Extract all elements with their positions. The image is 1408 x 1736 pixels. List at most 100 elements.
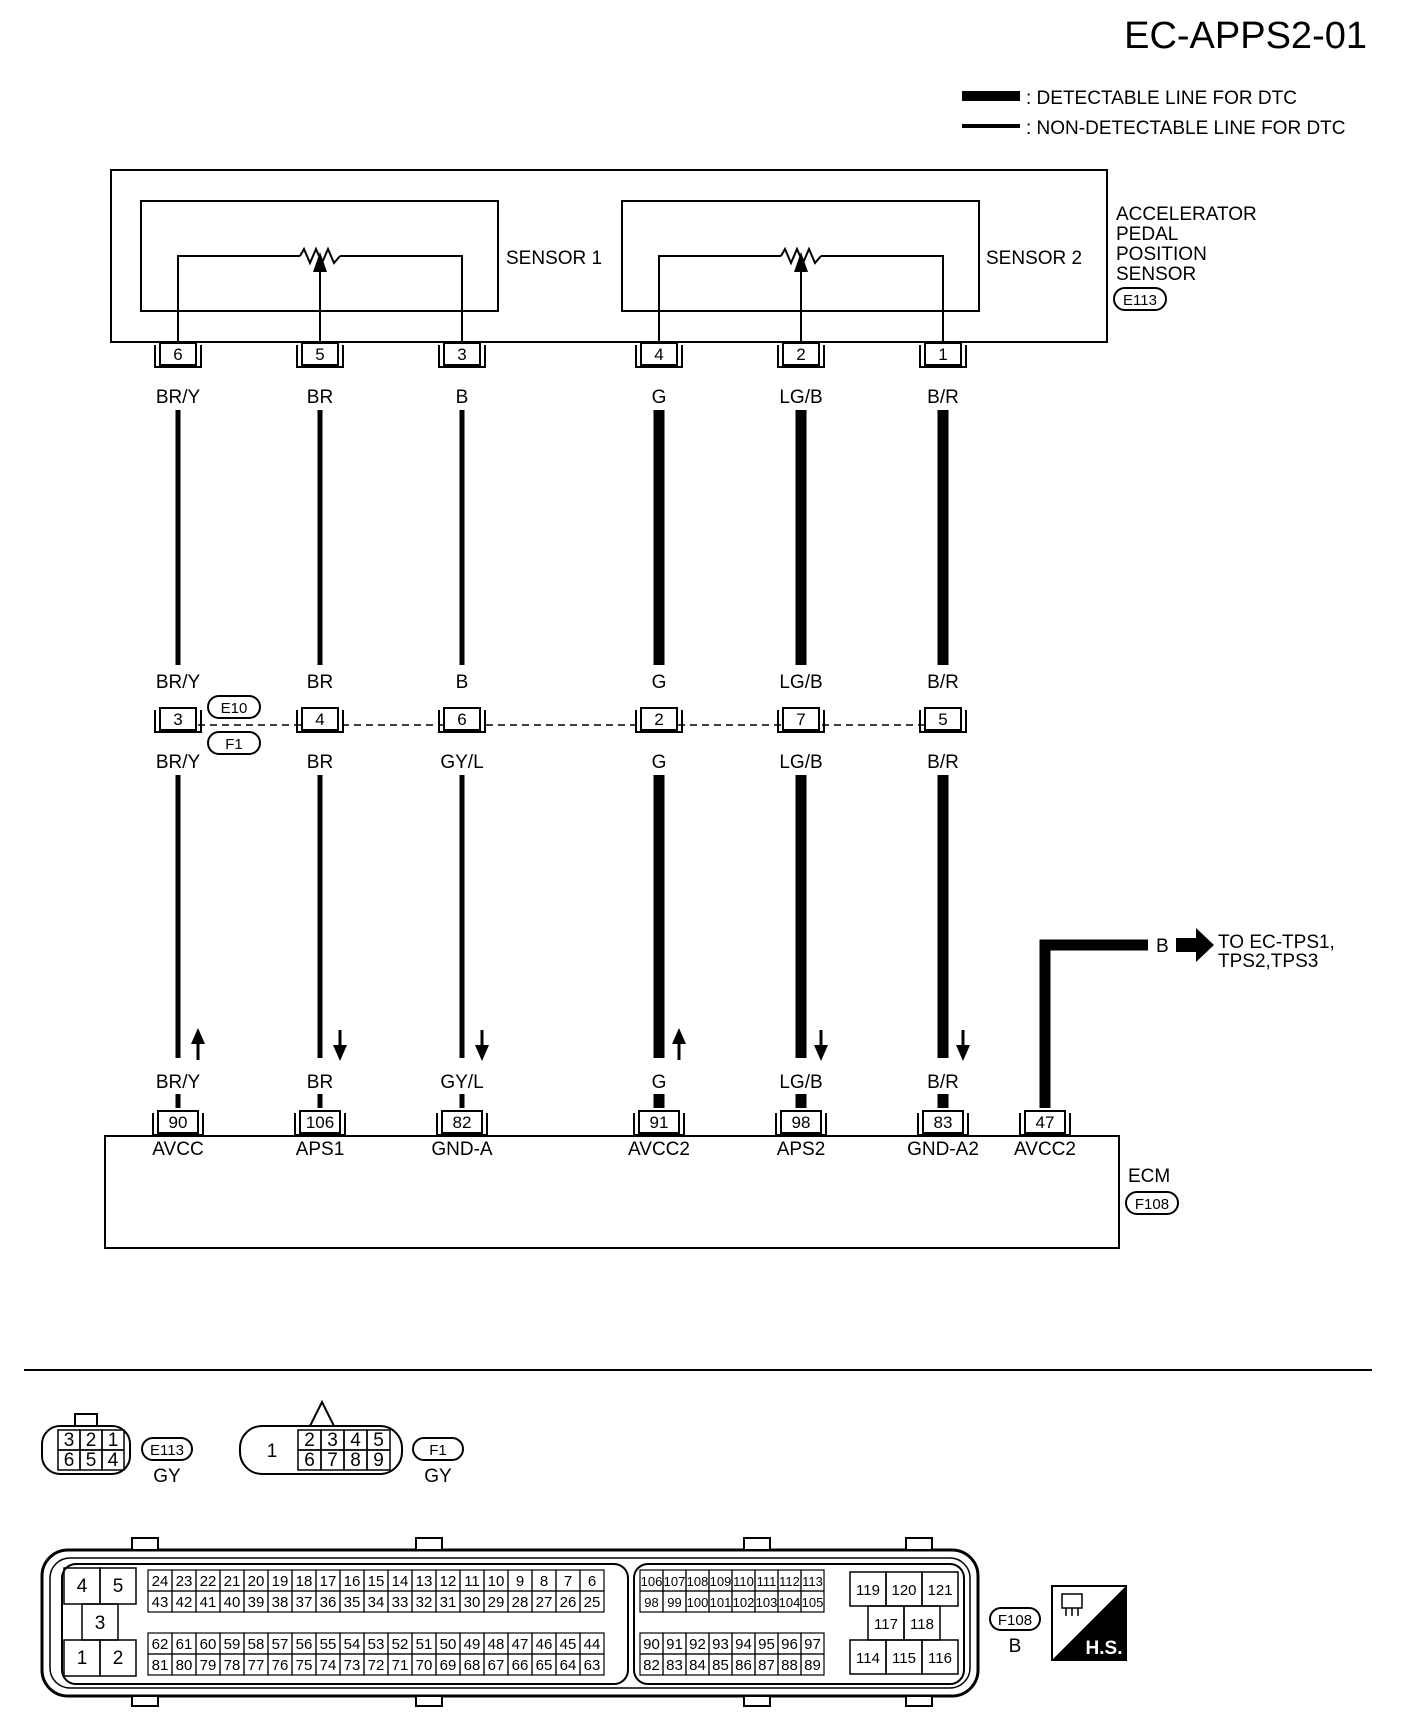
- f108-pin: 109: [710, 1574, 732, 1589]
- f108-pin: 97: [804, 1636, 821, 1653]
- signal-down-arrow-icon: [956, 1045, 970, 1061]
- sensor-pin-2-number: 2: [796, 345, 805, 364]
- joint-pin-5-number: 5: [938, 710, 947, 729]
- joint-pin-4-bracket: [296, 710, 344, 733]
- f108-pin: 100: [687, 1595, 709, 1610]
- f108-cavity: [579, 1653, 605, 1676]
- legend-thin-label: : NON-DETECTABLE LINE FOR DTC: [1026, 118, 1346, 139]
- f108-pin: 67: [488, 1657, 505, 1674]
- f108-latch-tab: [415, 1537, 443, 1551]
- f108-pin: 37: [296, 1594, 313, 1611]
- ecm-pin-83-number: 83: [934, 1113, 953, 1132]
- f108-color: B: [1009, 1636, 1022, 1657]
- f108-pin: 24: [152, 1573, 169, 1590]
- joint-pin-2-bracket: [635, 710, 683, 733]
- f108-pin: 20: [248, 1573, 265, 1590]
- f108-pin: 88: [781, 1657, 798, 1674]
- e113-pin: 4: [108, 1450, 119, 1471]
- sensor-pin-3-number: 3: [457, 345, 466, 364]
- ecm-pin-90: 90: [152, 1110, 204, 1136]
- f108-pin: 72: [368, 1657, 385, 1674]
- sensor-name-line3: POSITION: [1116, 244, 1207, 265]
- f108-pin: 36: [320, 1594, 337, 1611]
- f108-pin: 84: [689, 1657, 706, 1674]
- ecm-terminal-label: AVCC: [152, 1139, 203, 1160]
- joint-pin-3-bracket: [154, 710, 202, 733]
- f108-pin: 93: [712, 1636, 729, 1653]
- ecm-connector-label: F108: [1135, 1196, 1169, 1213]
- wire-color-joint-bottom: BR: [307, 752, 333, 773]
- f108-outer-housing: [40, 1548, 980, 1698]
- joint-pin-3: 3: [154, 707, 202, 733]
- f1-pin: 7: [327, 1450, 338, 1471]
- f108-pin: 103: [756, 1595, 778, 1610]
- f108-pin: 89: [804, 1657, 821, 1674]
- f108-pin: 26: [560, 1594, 577, 1611]
- f108-pin: 4: [77, 1576, 88, 1597]
- sensor-body: [110, 169, 1108, 343]
- f108-pin: 52: [392, 1636, 409, 1653]
- wire-color-joint-top: LG/B: [779, 672, 822, 693]
- sensor-pin-4-box: [640, 342, 678, 366]
- e113-pin: 6: [64, 1450, 75, 1471]
- tps-arrow-icon: [1176, 928, 1214, 962]
- f108-inner-housing: [49, 1557, 971, 1689]
- ecm-pin-83: 83: [917, 1110, 969, 1136]
- joint-pin-7-number: 7: [796, 710, 805, 729]
- ecm-pin-47-box: [1024, 1110, 1066, 1134]
- f108-pin: 76: [272, 1657, 289, 1674]
- f108-pin: 78: [224, 1657, 241, 1674]
- f108-pin: 21: [224, 1573, 241, 1590]
- sensor-pin-6-number: 6: [173, 345, 182, 364]
- f108-section-right: [633, 1563, 965, 1685]
- f108-pin: 77: [248, 1657, 265, 1674]
- ecm-connector-badge: [1125, 1191, 1179, 1215]
- wire-color-ecm: BR/Y: [156, 1072, 201, 1093]
- ecm-pin-82: 82: [436, 1110, 488, 1136]
- f108-pin: 32: [416, 1594, 433, 1611]
- f108-pin: 31: [440, 1594, 457, 1611]
- f108-pin: 116: [928, 1650, 952, 1667]
- f1-pin: 9: [373, 1450, 384, 1471]
- ecm-pin-47-number: 47: [1036, 1113, 1055, 1132]
- f108-pin: 12: [440, 1573, 457, 1590]
- f108-pin: 95: [758, 1636, 775, 1653]
- wire-color-joint-top: B: [456, 672, 469, 693]
- f108-section-left: [61, 1563, 629, 1685]
- f108-pin: 15: [368, 1573, 385, 1590]
- f108-pin: 83: [666, 1657, 683, 1674]
- sensor-pin-6-bracket: [154, 345, 202, 368]
- hs-triangle: [1052, 1586, 1126, 1660]
- f108-pin: 9: [516, 1573, 524, 1590]
- tps-wire: B TO EC-TPS1, TPS2,TPS3: [1039, 928, 1335, 1102]
- f108-pin: 59: [224, 1636, 241, 1653]
- wire-color-joint-top: B/R: [927, 672, 959, 693]
- f108-pin: 79: [200, 1657, 217, 1674]
- f108-pin: 107: [664, 1574, 686, 1589]
- f108-name: F108: [998, 1612, 1032, 1629]
- f108-pin: 81: [152, 1657, 169, 1674]
- e113-pin: 5: [86, 1450, 97, 1471]
- legend-thick-line: [962, 91, 1020, 101]
- f108-pin: 92: [689, 1636, 706, 1653]
- f108-pin: 60: [200, 1636, 217, 1653]
- f1-color: GY: [424, 1466, 452, 1487]
- wire-color-top: B/R: [927, 387, 959, 408]
- wire-color-top: BR: [307, 387, 333, 408]
- f108-pin: 101: [710, 1595, 732, 1610]
- f108-pin: 111: [757, 1574, 777, 1589]
- ecm-terminal-label: APS1: [296, 1139, 345, 1160]
- f108-pin: 54: [344, 1636, 361, 1653]
- f108-pin: 86: [735, 1657, 752, 1674]
- sensor-pin-4-bracket: [635, 345, 683, 368]
- page-title: EC-APPS2-01: [1124, 15, 1367, 57]
- f108-pin: 46: [536, 1636, 553, 1653]
- joint-top-connector: E10: [221, 700, 248, 717]
- f108-pin: 98: [644, 1595, 658, 1610]
- f108-pin: 19: [272, 1573, 289, 1590]
- ecm-pin-106-number: 106: [306, 1113, 334, 1132]
- f108-pin: 117: [874, 1616, 898, 1633]
- f108-pin: 34: [368, 1594, 385, 1611]
- sensor2-wiper-arrow-icon: [794, 252, 808, 272]
